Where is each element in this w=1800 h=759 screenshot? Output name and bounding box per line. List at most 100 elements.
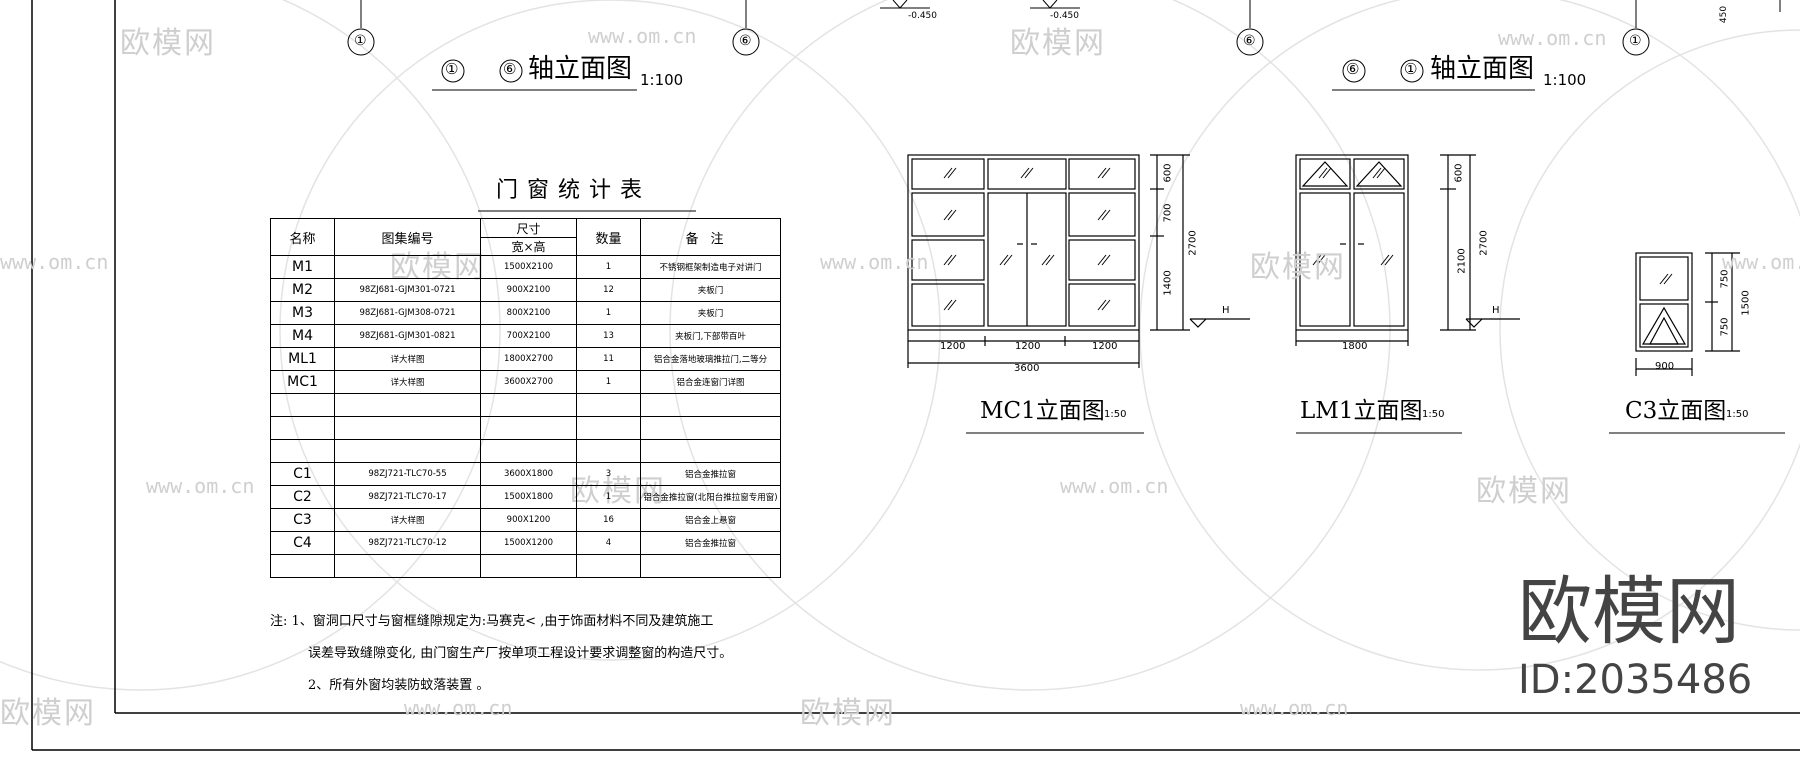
cell-remark: 铝合金推拉窗: [640, 531, 781, 555]
axis-bubble-1: [347, 28, 375, 56]
right-elev-title: 轴立面图: [1430, 54, 1535, 84]
header-size-label: 尺寸: [481, 220, 576, 238]
cell-qty: 16: [576, 508, 641, 532]
right-elev-axis-from: ⑥: [1346, 60, 1360, 78]
cell-qty: 1: [576, 255, 641, 279]
cell-size: 1800X2700: [480, 347, 577, 371]
mc1-height-1: 600: [1162, 163, 1174, 183]
header-remark: 备注: [640, 218, 781, 256]
left-elev-axis-to: ⑥: [503, 60, 517, 78]
cell-atlas: 98ZJ681-GJM301-0821: [334, 324, 481, 348]
cell-name: M2: [270, 278, 335, 302]
lm1-total-height: 2700: [1478, 230, 1490, 256]
header-size: 尺寸宽×高: [480, 218, 577, 256]
lm1-title: LM1立面图: [1300, 398, 1423, 424]
cell-remark: 夹板门: [640, 278, 781, 302]
top-right-dim: 450: [1719, 5, 1730, 24]
wm-text-6: 欧模网: [1476, 474, 1572, 509]
sheet-frame: [31, 0, 1800, 751]
c3-height-2: 750: [1719, 317, 1731, 337]
cell-atlas: 详大样图: [334, 347, 481, 371]
cell-size: [480, 554, 577, 578]
right-elev-axis-to: ①: [1404, 60, 1418, 78]
cell-atlas: [334, 439, 481, 463]
cell-qty: 3: [576, 462, 641, 486]
wm-url-5: www.om.cn: [1722, 250, 1800, 274]
axis-bubble-1b: [1622, 28, 1650, 56]
cell-remark: 铝合金连窗门详图: [640, 370, 781, 394]
cell-atlas: 详大样图: [334, 370, 481, 394]
cell-size: 1500X1800: [480, 485, 577, 509]
lm1-height-2: 2100: [1456, 248, 1468, 274]
cell-name: ML1: [270, 347, 335, 371]
cell-atlas: 98ZJ681-GJM308-0721: [334, 301, 481, 325]
cell-remark: 夹板门: [640, 301, 781, 325]
mc1-elevation: [907, 154, 1250, 368]
cell-name: [270, 416, 335, 440]
axis-bubble-6: [732, 28, 760, 56]
mc1-width-1: 1200: [940, 341, 966, 352]
right-elev-scale: 1:100: [1543, 71, 1587, 89]
cell-qty: 1: [576, 485, 641, 509]
lm1-width: 1800: [1342, 341, 1368, 352]
cell-remark: [640, 439, 781, 463]
cell-name: M1: [270, 255, 335, 279]
cell-name: C1: [270, 462, 335, 486]
cell-remark: 铝合金上悬窗: [640, 508, 781, 532]
left-elev-scale: 1:100: [640, 71, 684, 89]
header-atlas: 图集编号: [334, 218, 481, 256]
header-name: 名称: [270, 218, 335, 256]
cell-atlas: 详大样图: [334, 508, 481, 532]
lm1-scale: 1:50: [1422, 409, 1445, 420]
cell-atlas: [334, 554, 481, 578]
schedule-title: 门窗统计表: [496, 178, 652, 203]
cell-atlas: 98ZJ721-TLC70-55: [334, 462, 481, 486]
mc1-total-width: 3600: [1014, 363, 1040, 374]
wm-text-7: 欧模网: [0, 696, 96, 731]
wm-url-6: www.om.cn: [146, 474, 255, 498]
cell-atlas: 98ZJ721-TLC70-12: [334, 531, 481, 555]
c3-total-height: 1500: [1740, 290, 1752, 316]
cell-atlas: [334, 416, 481, 440]
c3-height-1: 750: [1719, 269, 1731, 289]
cell-qty: [576, 439, 641, 463]
cell-name: C2: [270, 485, 335, 509]
wm-url-2: www.om.cn: [1498, 26, 1607, 50]
cell-remark: 夹板门,下部带百叶: [640, 324, 781, 348]
cell-qty: 12: [576, 278, 641, 302]
cell-remark: 铝合金落地玻璃推拉门,二等分: [640, 347, 781, 371]
cell-name: M4: [270, 324, 335, 348]
level-mark-1: -0.450: [908, 11, 938, 21]
brand-id: ID:2035486: [1518, 657, 1753, 703]
elevation-top-fragments: [347, 0, 1781, 56]
mc1-title: MC1立面图: [980, 398, 1105, 424]
mc1-scale: 1:50: [1104, 409, 1127, 420]
cell-name: [270, 393, 335, 417]
mc1-width-2: 1200: [1015, 341, 1041, 352]
wm-text-2: 欧模网: [1010, 26, 1106, 61]
cell-size: 800X2100: [480, 301, 577, 325]
lm1-level: H: [1492, 305, 1500, 316]
header-qty: 数量: [576, 218, 641, 256]
wm-url-4: www.om.cn: [820, 250, 929, 274]
brand-logo-text: 欧模网: [1518, 569, 1740, 655]
wm-url-1: www.om.cn: [588, 24, 697, 48]
cell-size: [480, 416, 577, 440]
cell-size: 700X2100: [480, 324, 577, 348]
mc1-level: H: [1222, 305, 1230, 316]
mc1-height-3: 1400: [1162, 270, 1174, 296]
cell-qty: 4: [576, 531, 641, 555]
cell-name: C3: [270, 508, 335, 532]
cell-qty: 1: [576, 370, 641, 394]
cell-remark: 不锈钢框架制造电子对讲门: [640, 255, 781, 279]
cell-qty: [576, 393, 641, 417]
schedule-header-row: 名称 图集编号 尺寸宽×高 数量 备注: [270, 218, 781, 256]
